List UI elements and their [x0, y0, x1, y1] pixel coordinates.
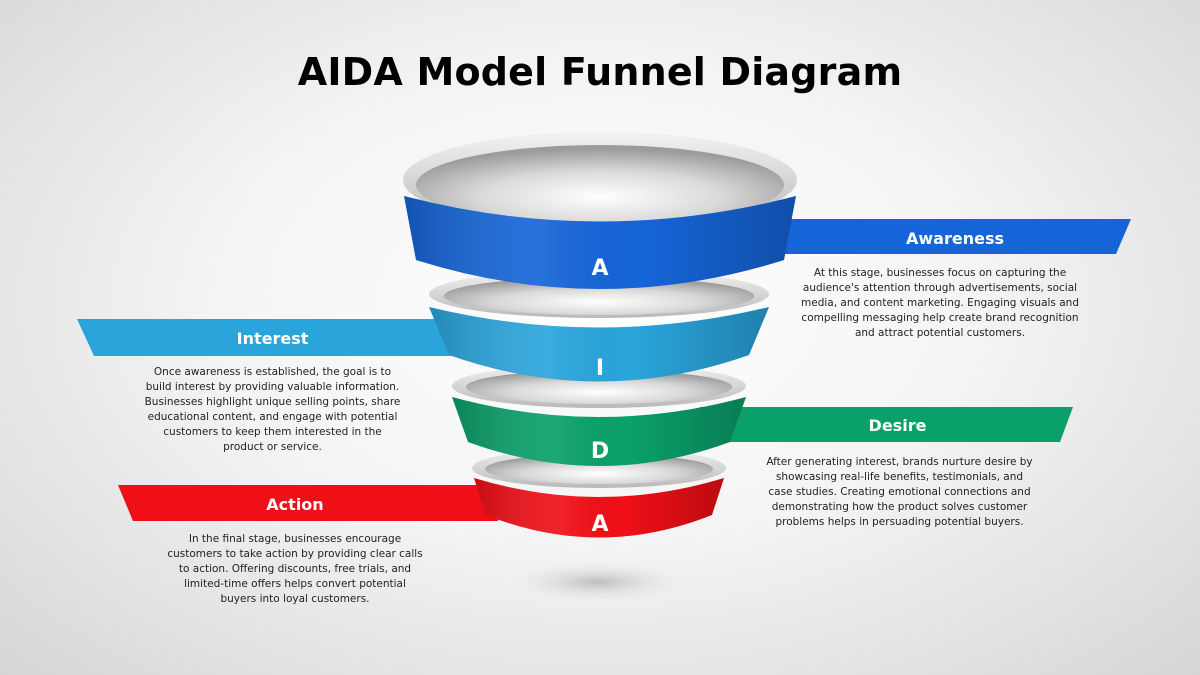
- action-band: [118, 485, 498, 521]
- description-line: limited-time offers helps convert potent…: [184, 578, 406, 590]
- desire-band: [700, 407, 1073, 442]
- description-line: Businesses highlight unique selling poin…: [144, 396, 401, 408]
- description-line: customers to keep them interested in the: [163, 426, 382, 438]
- interest-letter: I: [595, 356, 605, 381]
- description-line: showcasing real-life benefits, testimoni…: [775, 471, 1024, 483]
- description-line: audience's attention through advertiseme…: [802, 282, 1078, 294]
- description-line: media, and content marketing. Engaging v…: [801, 297, 1079, 309]
- description-line: case studies. Creating emotional connect…: [768, 486, 1031, 498]
- action-description: In the final stage, businesses encourage…: [160, 532, 430, 607]
- action-label: Action: [266, 495, 324, 514]
- interest-segment: [429, 270, 769, 382]
- description-line: product or service.: [223, 441, 322, 453]
- description-line: customers to take action by providing cl…: [167, 548, 423, 560]
- description-line: buyers into loyal customers.: [220, 593, 370, 605]
- description-line: educational content, and engage with pot…: [147, 411, 398, 423]
- funnel-shadow: [510, 562, 686, 602]
- description-line: demonstrating how the product solves cus…: [771, 501, 1028, 513]
- action-segment: [472, 448, 726, 538]
- description-line: After generating interest, brands nurtur…: [766, 456, 1033, 468]
- desire-description: After generating interest, brands nurtur…: [762, 455, 1037, 530]
- description-line: and attract potential customers.: [854, 327, 1026, 339]
- page-title: AIDA Model Funnel Diagram: [297, 50, 903, 94]
- awareness-letter: A: [591, 256, 609, 281]
- awareness-segment: [403, 132, 797, 289]
- desire-segment: [452, 364, 746, 466]
- desire-letter: D: [590, 439, 610, 464]
- desire-label: Desire: [868, 416, 927, 435]
- description-line: compelling messaging help create brand r…: [801, 312, 1079, 324]
- awareness-description: At this stage, businesses focus on captu…: [800, 266, 1080, 341]
- description-line: build interest by providing valuable inf…: [145, 381, 400, 393]
- description-line: problems helps in persuading potential b…: [775, 516, 1024, 528]
- interest-description: Once awareness is established, the goal …: [140, 365, 405, 455]
- description-line: In the final stage, businesses encourage: [188, 533, 402, 545]
- action-letter: A: [591, 512, 609, 537]
- awareness-label: Awareness: [906, 229, 1004, 248]
- description-line: to action. Offering discounts, free tria…: [178, 563, 412, 575]
- awareness-band: [735, 219, 1131, 254]
- description-line: Once awareness is established, the goal …: [153, 366, 392, 378]
- description-line: At this stage, businesses focus on captu…: [813, 267, 1067, 279]
- interest-label: Interest: [236, 329, 309, 348]
- interest-band: [77, 319, 465, 356]
